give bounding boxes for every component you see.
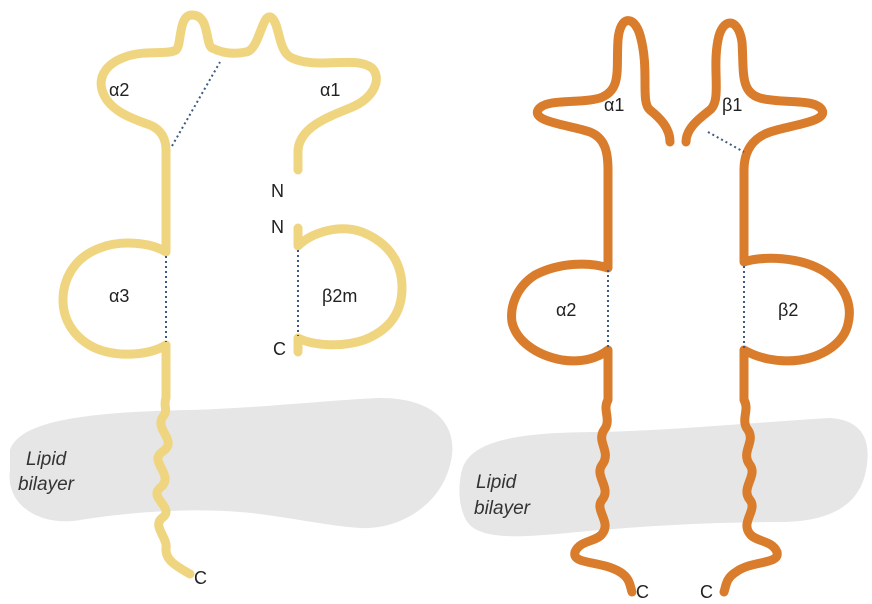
- n-terminus-alpha-label: N: [271, 181, 284, 201]
- alpha1-label: α1: [320, 80, 340, 100]
- disulfide-beta1: [708, 132, 744, 152]
- beta2m-label: β2m: [322, 286, 357, 306]
- disulfide-alpha2-alpha1: [172, 62, 220, 146]
- c-terminus-beta-ii-label: C: [700, 582, 713, 602]
- beta1-ii-label: β1: [722, 95, 742, 115]
- mhc-class-i: α2 α1 α3 β2m N N C C Lipid bilayer: [10, 15, 453, 588]
- lipid-label-right-line1: Lipid: [476, 472, 518, 493]
- n-terminus-beta2m-label: N: [271, 217, 284, 237]
- alpha2-label: α2: [109, 80, 129, 100]
- alpha1-ii-label: α1: [604, 95, 624, 115]
- c-terminus-alpha-ii-label: C: [636, 582, 649, 602]
- beta2-ii-label: β2: [778, 300, 798, 320]
- alpha2-ii-label: α2: [556, 300, 576, 320]
- lipid-label-left-line1: Lipid: [26, 449, 68, 470]
- lipid-label-right-line2: bilayer: [474, 498, 531, 519]
- alpha3-label: α3: [109, 286, 129, 306]
- c-terminus-beta2m-label: C: [273, 339, 286, 359]
- lipid-bilayer-left: [10, 398, 453, 528]
- mhc-class-ii: α1 β1 α2 β2 C C Lipid bilayer: [459, 21, 867, 602]
- c-terminus-alpha-label: C: [194, 568, 207, 588]
- lipid-label-left-line2: bilayer: [18, 474, 75, 495]
